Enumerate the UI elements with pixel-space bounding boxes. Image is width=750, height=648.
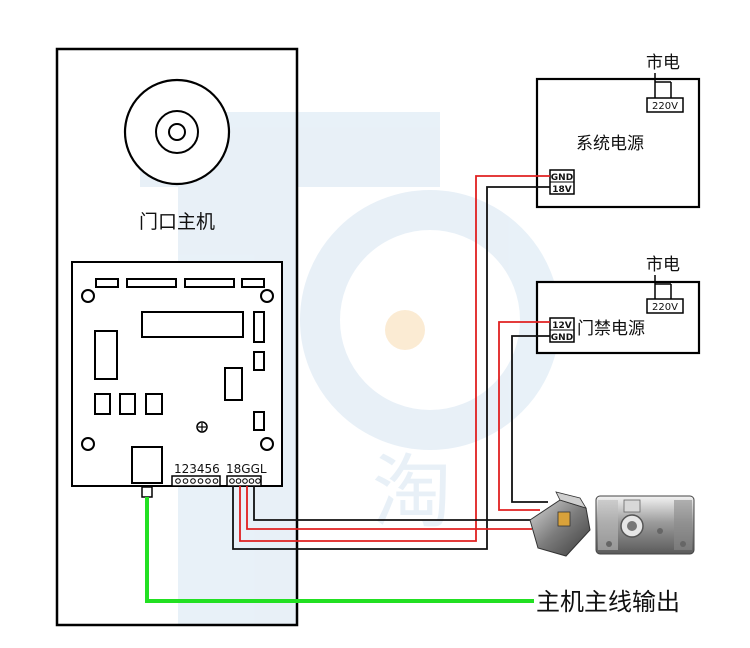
door-station-panel: [55, 47, 299, 627]
terminal-block-right: [226, 475, 262, 487]
system-psu-mains-terminal: [646, 97, 684, 113]
system-psu-mains-voltage: 220V: [652, 101, 678, 112]
electric-lock-icon: [529, 491, 695, 557]
system-psu-mains-label: 市电: [646, 53, 680, 73]
wire-system-gnd-black: [232, 186, 550, 550]
wire-bus-green: [145, 497, 534, 603]
lock-psu-terminal-top: 12V: [552, 321, 572, 331]
unit-label: 门口主机: [139, 211, 215, 233]
terminal-block-left: [171, 475, 221, 487]
terminal-right-labels: 18GGL: [226, 462, 267, 476]
terminal-left-numbers: 123456: [174, 462, 220, 476]
wire-lock-ctrl-black: [253, 486, 532, 521]
output-label: 主机主线输出: [536, 588, 680, 616]
wire-lock-12v-red: [498, 321, 550, 511]
lock-psu-terminal-bottom: GND: [551, 333, 573, 343]
lock-psu-mains-voltage: 220V: [652, 302, 678, 313]
lock-psu-mains-terminal: [646, 298, 684, 314]
system-psu-mains-lead: [654, 73, 672, 98]
lock-psu-title: 门禁电源: [577, 319, 645, 339]
bus-connector: [141, 486, 153, 498]
potentiometer-icon: [196, 421, 208, 433]
circuit-board: [71, 261, 283, 487]
camera-lens-icon: [123, 78, 231, 186]
wire-system-18v-red: [239, 175, 550, 542]
lock-psu-mains-label: 市电: [646, 255, 680, 275]
wire-lock-gnd-black: [511, 335, 550, 503]
watermark-text: 淘: [372, 446, 452, 539]
system-psu-title: 系统电源: [576, 134, 644, 154]
lock-psu-mains-lead: [654, 275, 672, 299]
system-psu-terminal-bottom: 18V: [552, 185, 572, 195]
wire-lock-ctrl-red: [246, 486, 532, 530]
system-psu-terminal-top: GND: [551, 173, 573, 183]
